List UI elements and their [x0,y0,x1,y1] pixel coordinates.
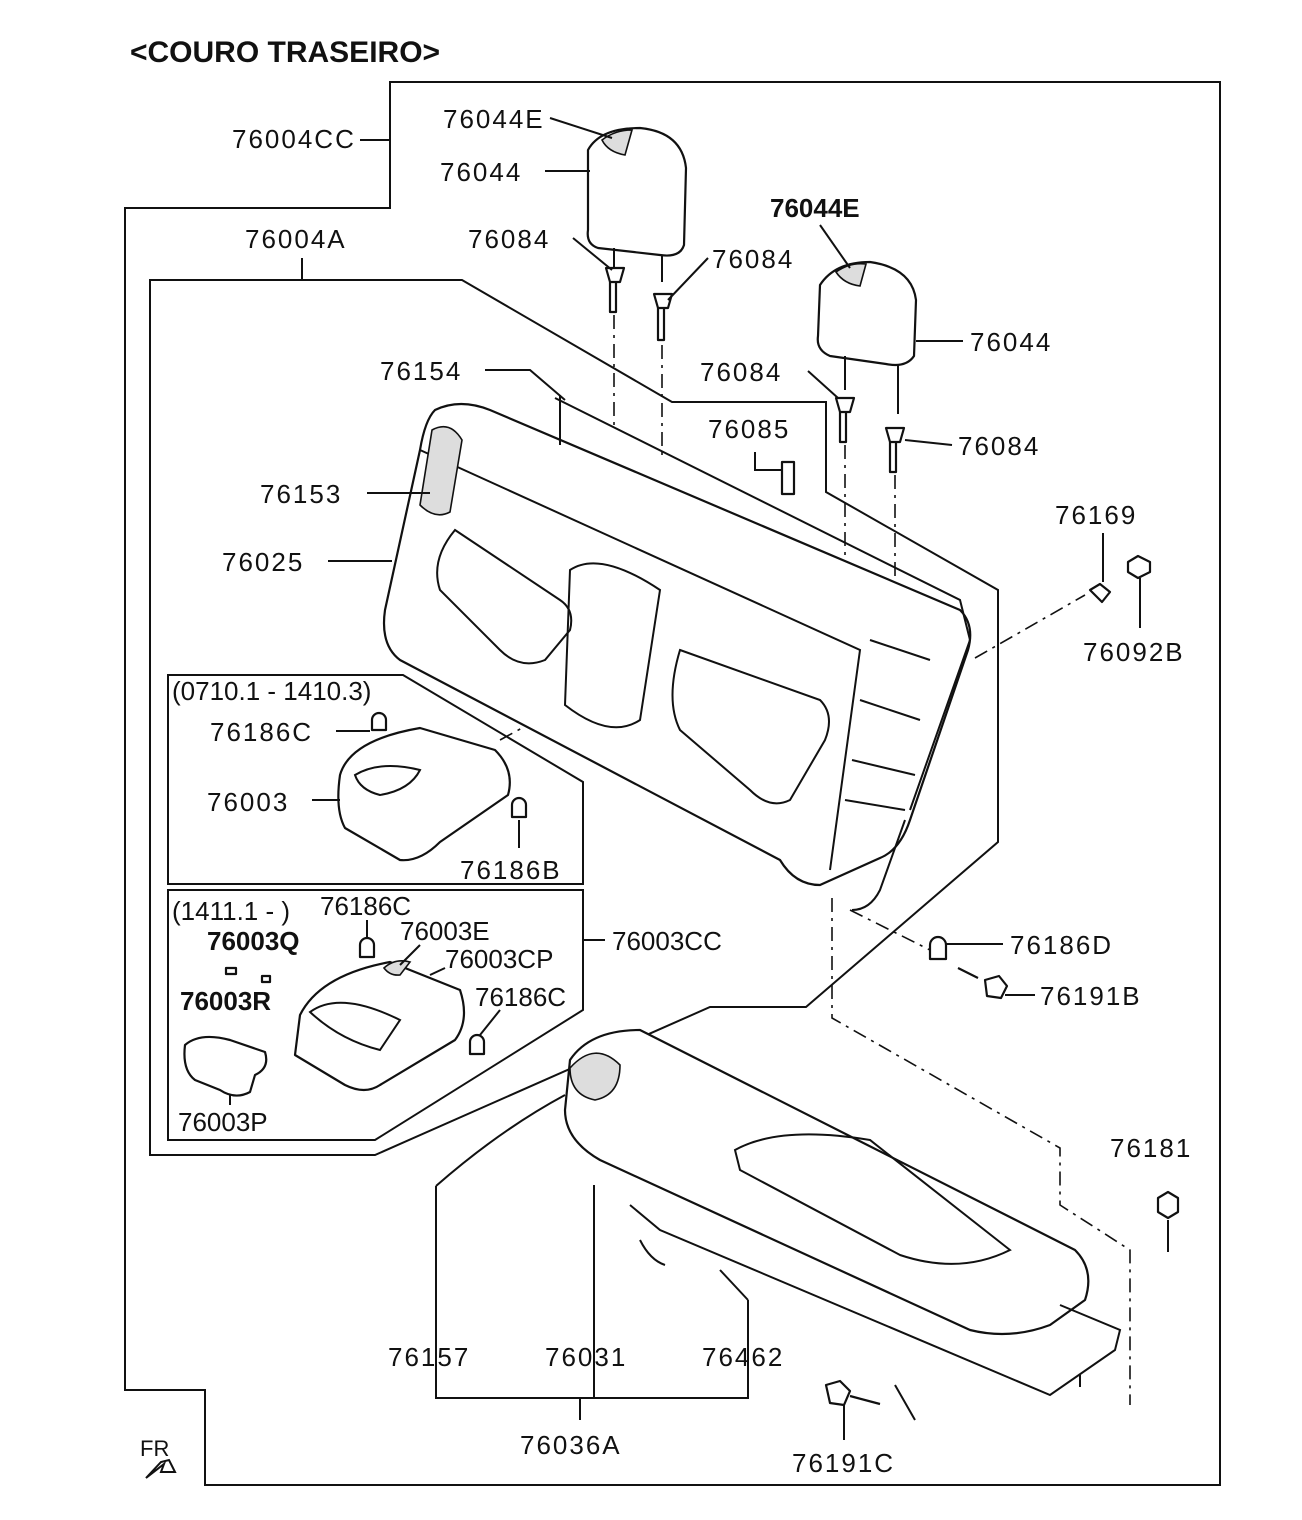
leader-lines [229,117,1141,1440]
label-76186C: 76186C [475,982,566,1012]
label-76169: 76169 [1055,500,1137,530]
label-76025: 76025 [222,547,304,577]
label-76003R: 76003R [180,986,271,1016]
label-76085: 76085 [708,414,790,444]
assembly-dash [974,594,1086,659]
clip-76085 [780,460,796,496]
front-label: FR [140,1436,169,1461]
label-76003: 76003 [207,787,289,817]
label-76186C: 76186C [210,717,313,747]
label-76003CC: 76003CC [612,926,722,956]
assembly-dash [849,909,931,951]
label-76092B: 76092B [1083,637,1185,667]
label-76036A: 76036A [520,1430,622,1460]
label-76003E: 76003E [400,916,490,946]
label-76462: 76462 [702,1342,784,1372]
armrest-box-early [167,674,584,885]
cupholder-76003P [183,966,272,1097]
headrest-left [586,126,688,342]
label-76157: 76157 [388,1342,470,1372]
label-76084: 76084 [958,431,1040,461]
range-label-late: (1411.1 - ) [172,896,290,926]
label-76084: 76084 [700,357,782,387]
label-76084: 76084 [712,244,794,274]
assembly-border-76004A [149,279,999,1156]
label-76186B: 76186B [460,855,562,885]
label-76153: 76153 [260,479,342,509]
bush-76186D [928,935,948,961]
label-76004CC: 76004CC [232,124,356,154]
bolt-76191B [957,967,1009,1000]
assembly-border-76004CC [124,81,1221,1486]
label-76191C: 76191C [792,1448,895,1478]
bolt-76191C [824,1379,881,1407]
headrest-right [816,260,918,474]
diagram-title: <COURO TRASEIRO> [130,36,440,69]
range-label-early: (0710.1 - 1410.3) [172,676,371,706]
armrest-76003CP [293,936,486,1092]
label-76004A: 76004A [245,224,347,254]
label-76154: 76154 [380,356,462,386]
label-76084: 76084 [468,224,550,254]
label-76186D: 76186D [1010,930,1113,960]
label-76044E: 76044E [443,104,545,134]
label-76044: 76044 [970,327,1052,357]
screw-76169 [1088,582,1112,604]
label-76191B: 76191B [1040,981,1142,1011]
seat-back-76025 [382,395,972,911]
assembly-dash [831,898,1131,1405]
clip-76092B [1126,554,1152,580]
armrest-76003 [337,711,528,862]
armrest-box-late [167,889,584,1141]
label-76031: 76031 [545,1342,627,1372]
seat-cushion-76031 [563,1028,1122,1421]
label-76003CP: 76003CP [445,944,553,974]
nut-76181 [1156,1190,1180,1220]
label-76003Q: 76003Q [207,926,300,956]
label-76044: 76044 [440,157,522,187]
label-76186C: 76186C [320,891,411,921]
label-76003P: 76003P [178,1107,268,1137]
front-arrow-icon [145,1458,177,1479]
label-76044E: 76044E [770,193,860,223]
label-76181: 76181 [1110,1133,1192,1163]
